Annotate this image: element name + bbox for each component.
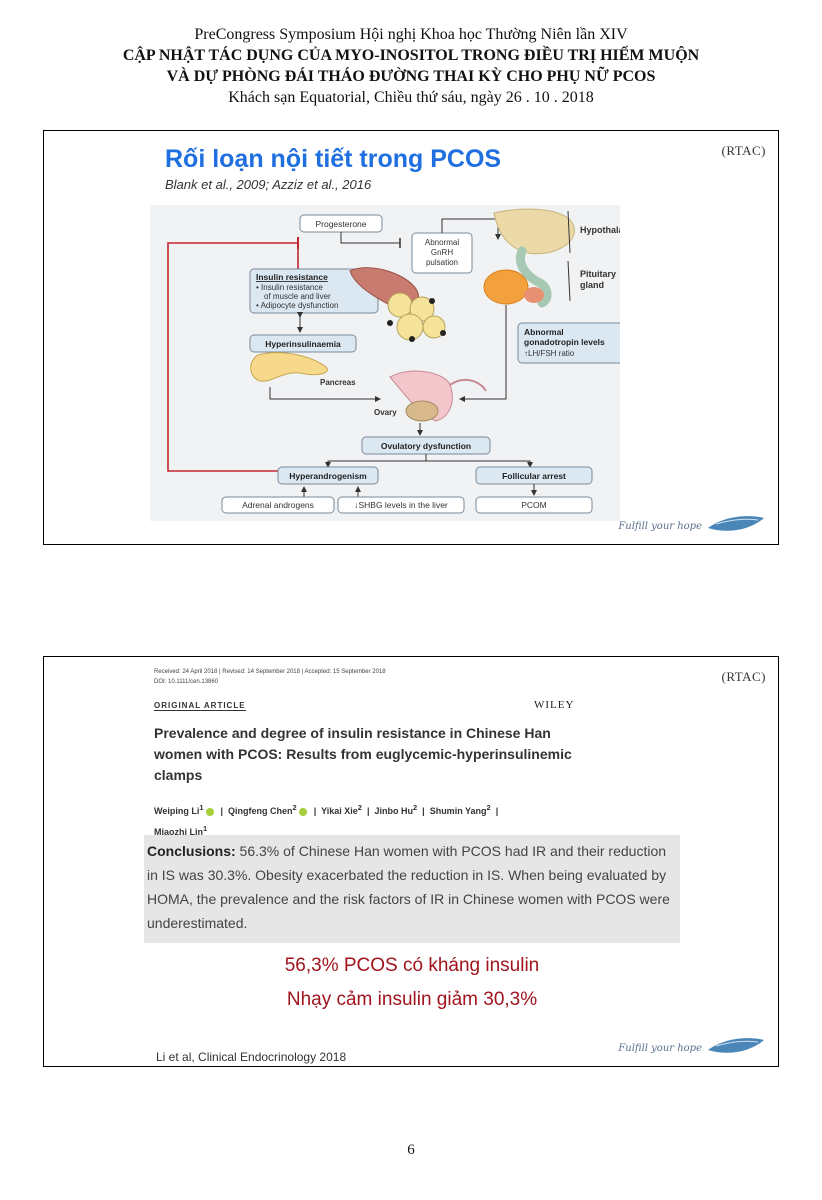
hypothalamus-label: Hypothalamus — [580, 225, 620, 235]
feedback-loop-line — [167, 242, 298, 472]
gonadotropin-label-1: Abnormal — [524, 327, 564, 337]
author-affiliation: 1 — [203, 824, 208, 833]
author-name: Jinbo Hu — [374, 806, 413, 816]
fulfill-tagline: Fulfill your hope — [618, 1043, 702, 1054]
slide-insulin-resistance-study: (RTAC) Received: 24 April 2018 | Revised… — [43, 656, 779, 1067]
pcos-pathophysiology-diagram: Progesterone Abnormal GnRH pulsation Hyp… — [150, 205, 620, 521]
gonadotropin-label-3: ↑LH/FSH ratio — [524, 349, 575, 358]
rtac-logo: (RTAC) — [721, 143, 766, 159]
pituitary-shape — [483, 269, 529, 305]
author-affiliation: 2 — [292, 803, 297, 812]
header-line-3: VÀ DỰ PHÒNG ĐÁI THÁO ĐƯỜNG THAI KỲ CHO P… — [166, 68, 656, 85]
header-line-1: PreCongress Symposium Hội nghị Khoa học … — [194, 26, 628, 43]
highlight-ir-prevalence: 56,3% PCOS có kháng insulin — [284, 955, 540, 976]
adrenal-androgens-label: Adrenal androgens — [242, 500, 314, 510]
author-name: Yikai Xie — [321, 806, 358, 816]
slide-endocrine-disorders: (RTAC) Rối loạn nội tiết trong PCOS Blan… — [43, 130, 779, 545]
gnrh-label-1: Abnormal — [425, 238, 459, 247]
leaf-logo-icon — [708, 1038, 764, 1053]
article-doi: DOI: 10.1111/cen.13860 — [154, 679, 219, 685]
pituitary-label-1: Pituitary — [580, 269, 616, 279]
follicular-arrest-label: Follicular arrest — [502, 471, 566, 481]
pancreas-shape — [250, 352, 328, 382]
gonadotropin-box — [517, 322, 620, 364]
insulin-resistance-label: Insulin resistance — [256, 272, 328, 282]
page-number: 6 — [407, 1142, 415, 1158]
highlight-insulin-sensitivity: Nhạy cảm insulin giảm 30,3% — [286, 989, 538, 1010]
author-name: Qingfeng Chen — [228, 806, 293, 816]
progesterone-label: Progesterone — [315, 219, 366, 229]
hyperandrogenism-label: Hyperandrogenism — [289, 471, 367, 481]
hyperandrogenism-box — [277, 466, 379, 485]
progesterone-arrow — [340, 232, 400, 244]
slide-citation: Li et al, Clinical Endocrinology 2018 — [156, 1050, 347, 1064]
author-name: Shumin Yang — [429, 806, 487, 816]
header-line-4: Khách sạn Equatorial, Chiều thứ sáu, ngà… — [228, 89, 594, 106]
slide-title: Rối loạn nội tiết trong PCOS — [165, 145, 502, 173]
author-list: Weiping Li1 | Qingfeng Chen2 | Yikai Xie… — [154, 803, 499, 837]
leaf-logo-icon — [708, 516, 764, 531]
pancreas-label: Pancreas — [320, 378, 356, 387]
author-name: Miaozhi Lin — [154, 827, 203, 837]
author-affiliation: 2 — [357, 803, 362, 812]
author-affiliation: 2 — [412, 803, 418, 812]
gnrh-label-2: GnRH — [431, 248, 453, 257]
hyperinsulinaemia-label: Hyperinsulinaemia — [265, 339, 341, 349]
ir-item-2: of muscle and liver — [264, 292, 331, 301]
adipocyte-cluster — [387, 292, 446, 342]
ovary-shape — [405, 400, 439, 422]
hyperinsulinaemia-box — [249, 334, 357, 353]
adrenal-androgens-box — [221, 496, 335, 514]
author-name: Weiping Li — [154, 806, 200, 816]
article-type: ORIGINAL ARTICLE — [154, 701, 246, 711]
gonadotropin-label-2: gonadotropin levels — [524, 337, 605, 347]
rtac-logo-text: (RTAC) — [721, 669, 766, 684]
paper-title: Prevalence and degree of insulin resista… — [154, 725, 572, 783]
gnrh-label-3: pulsation — [426, 258, 458, 267]
rtac-logo: (RTAC) — [721, 669, 766, 685]
conclusions-label: Conclusions: — [147, 843, 236, 859]
orcid-icon — [298, 807, 307, 816]
article-dates: Received: 24 April 2018 | Revised: 14 Se… — [154, 669, 386, 675]
conclusions-box: Conclusions: 56.3% of Chinese Han women … — [144, 835, 680, 943]
ir-item-1: • Insulin resistance — [256, 283, 323, 292]
orcid-icon — [205, 807, 214, 816]
shbg-box — [337, 496, 465, 514]
author-affiliation: 2 — [486, 803, 491, 812]
ovulatory-dysfunction-label: Ovulatory dysfunction — [381, 441, 471, 451]
document-header: PreCongress Symposium Hội nghị Khoa học … — [0, 24, 822, 108]
ovary-label: Ovary — [374, 408, 397, 417]
pituitary-label-2: gland — [580, 280, 604, 290]
header-line-2: CẬP NHẬT TÁC DỤNG CỦA MYO-INOSITOL TRONG… — [122, 47, 700, 64]
publisher-logo: WILEY — [534, 699, 575, 711]
conclusions-text: 56.3% of Chinese Han women with PCOS had… — [147, 843, 670, 931]
pituitary-stalk — [516, 246, 552, 308]
hypothalamus-shape — [493, 208, 575, 255]
slide-citation: Blank et al., 2009; Azziz et al., 2016 — [165, 177, 372, 192]
pcom-label: PCOM — [521, 500, 547, 510]
ir-item-3: • Adipocyte dysfunction — [256, 301, 338, 310]
author-affiliation: 1 — [199, 803, 204, 812]
pcom-box — [475, 496, 593, 514]
fulfill-tagline: Fulfill your hope — [618, 521, 702, 532]
shbg-label: ↓SHBG levels in the liver — [354, 500, 448, 510]
rtac-logo-text: (RTAC) — [721, 143, 766, 158]
